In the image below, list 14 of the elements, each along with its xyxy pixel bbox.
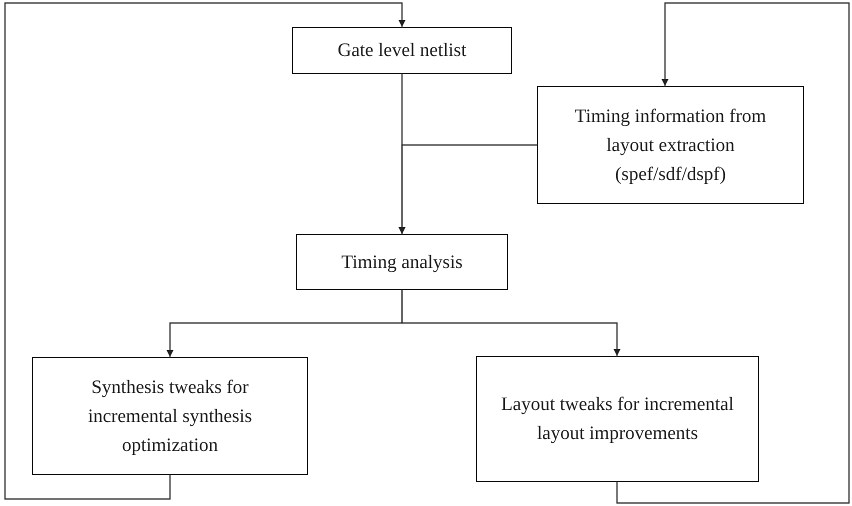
arrow <box>616 2 850 504</box>
arrow <box>401 290 620 356</box>
box-label: Synthesis tweaks for incremental synthesis optimization <box>86 376 254 458</box>
process-box <box>32 357 308 475</box>
arrow <box>4 2 406 500</box>
box-label: Gate level netlist <box>338 39 466 63</box>
box-label: Timing information from layout extraction (spef/sdf/dspf) <box>574 104 768 186</box>
process-box <box>476 356 759 482</box>
box-label: Layout tweaks for incremental layout improvements <box>500 393 735 446</box>
box-label: Timing analysis <box>341 250 463 274</box>
process-box <box>537 86 804 204</box>
process-box <box>296 234 508 290</box>
arrow <box>398 144 537 234</box>
process-box <box>292 27 512 74</box>
